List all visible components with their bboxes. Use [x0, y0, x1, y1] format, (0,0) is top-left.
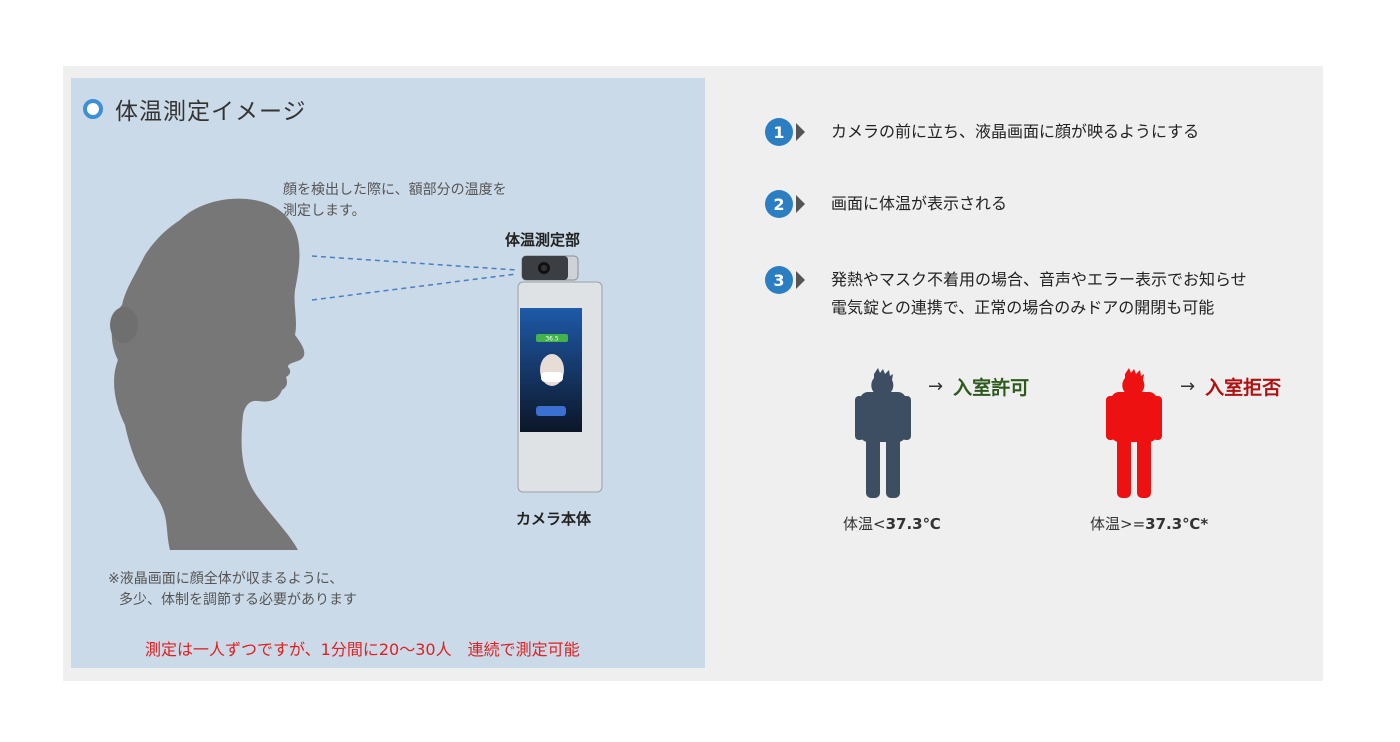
step-1-line1: カメラの前に立ち、液晶画面に顔が映るようにする — [831, 122, 1200, 141]
step-arrow-icon — [796, 271, 805, 289]
person-allowed-icon — [855, 368, 911, 498]
step-2: 2 画面に体温が表示される — [765, 190, 1007, 218]
step-2-text: 画面に体温が表示される — [831, 190, 1007, 218]
screen-reading: 36.5 — [545, 336, 559, 343]
arrow-right-icon: → — [1180, 376, 1196, 397]
person-denied-icon — [1106, 368, 1162, 498]
sensor-label: 体温測定部 — [505, 231, 581, 249]
step-2-line1: 画面に体温が表示される — [831, 194, 1008, 213]
result-allowed: → 入室許可 — [928, 373, 1029, 400]
panel-title: 体温測定イメージ — [115, 99, 307, 125]
step-1: 1 カメラの前に立ち、液晶画面に顔が映るようにする — [765, 118, 1199, 146]
detect-note-line1: 顔を検出した際に、額部分の温度を — [283, 182, 507, 198]
step-2-number: 2 — [765, 190, 793, 218]
step-1-text: カメラの前に立ち、液晶画面に顔が映るようにする — [831, 118, 1199, 146]
allow-condition: 体温<37.3℃ — [843, 513, 941, 534]
detect-note: 顔を検出した際に、額部分の温度を 測定します。 — [283, 180, 507, 222]
step-3: 3 発熱やマスク不着用の場合、音声やエラー表示でお知らせ 電気錠との連携で、正常… — [765, 266, 1247, 322]
deny-condition-value: 37.3℃* — [1145, 515, 1209, 533]
allow-condition-value: 37.3℃ — [885, 515, 941, 533]
deny-condition-prefix: 体温>= — [1090, 515, 1146, 533]
adjust-note-line2: 多少、体制を調節する必要があります — [119, 592, 357, 608]
adjust-note: ※液晶画面に顔全体が収まるように、 多少、体制を調節する必要があります — [108, 569, 357, 611]
step-3-line1: 発熱やマスク不着用の場合、音声やエラー表示でお知らせ — [831, 270, 1247, 289]
step-3-text: 発熱やマスク不着用の場合、音声やエラー表示でお知らせ 電気錠との連携で、正常の場… — [831, 266, 1247, 322]
bullet-ring-icon — [83, 99, 103, 119]
step-arrow-icon — [796, 195, 805, 213]
head-silhouette-icon — [110, 198, 305, 551]
arrow-right-icon: → — [928, 376, 944, 397]
allow-label: 入室許可 — [953, 377, 1030, 399]
step-3-number: 3 — [765, 266, 793, 294]
detection-range-lines — [311, 255, 517, 301]
panel-header: 体温測定イメージ — [83, 92, 307, 126]
detect-note-line2: 測定します。 — [283, 203, 366, 219]
deny-label: 入室拒否 — [1205, 377, 1282, 399]
step-arrow-icon — [796, 123, 805, 141]
throughput-note: 測定は一人ずつですが、1分間に20〜30人 連続で測定可能 — [145, 640, 580, 659]
result-denied: → 入室拒否 — [1180, 373, 1281, 400]
allow-condition-prefix: 体温< — [843, 515, 886, 533]
step-1-number: 1 — [765, 118, 793, 146]
adjust-note-line1: ※液晶画面に顔全体が収まるように、 — [108, 571, 344, 587]
deny-condition: 体温>=37.3℃* — [1090, 513, 1208, 534]
camera-device-icon: 36.5 — [517, 255, 603, 493]
camera-label: カメラ本体 — [516, 510, 592, 528]
step-3-line2: 電気錠との連携で、正常の場合のみドアの開閉も可能 — [831, 298, 1215, 317]
